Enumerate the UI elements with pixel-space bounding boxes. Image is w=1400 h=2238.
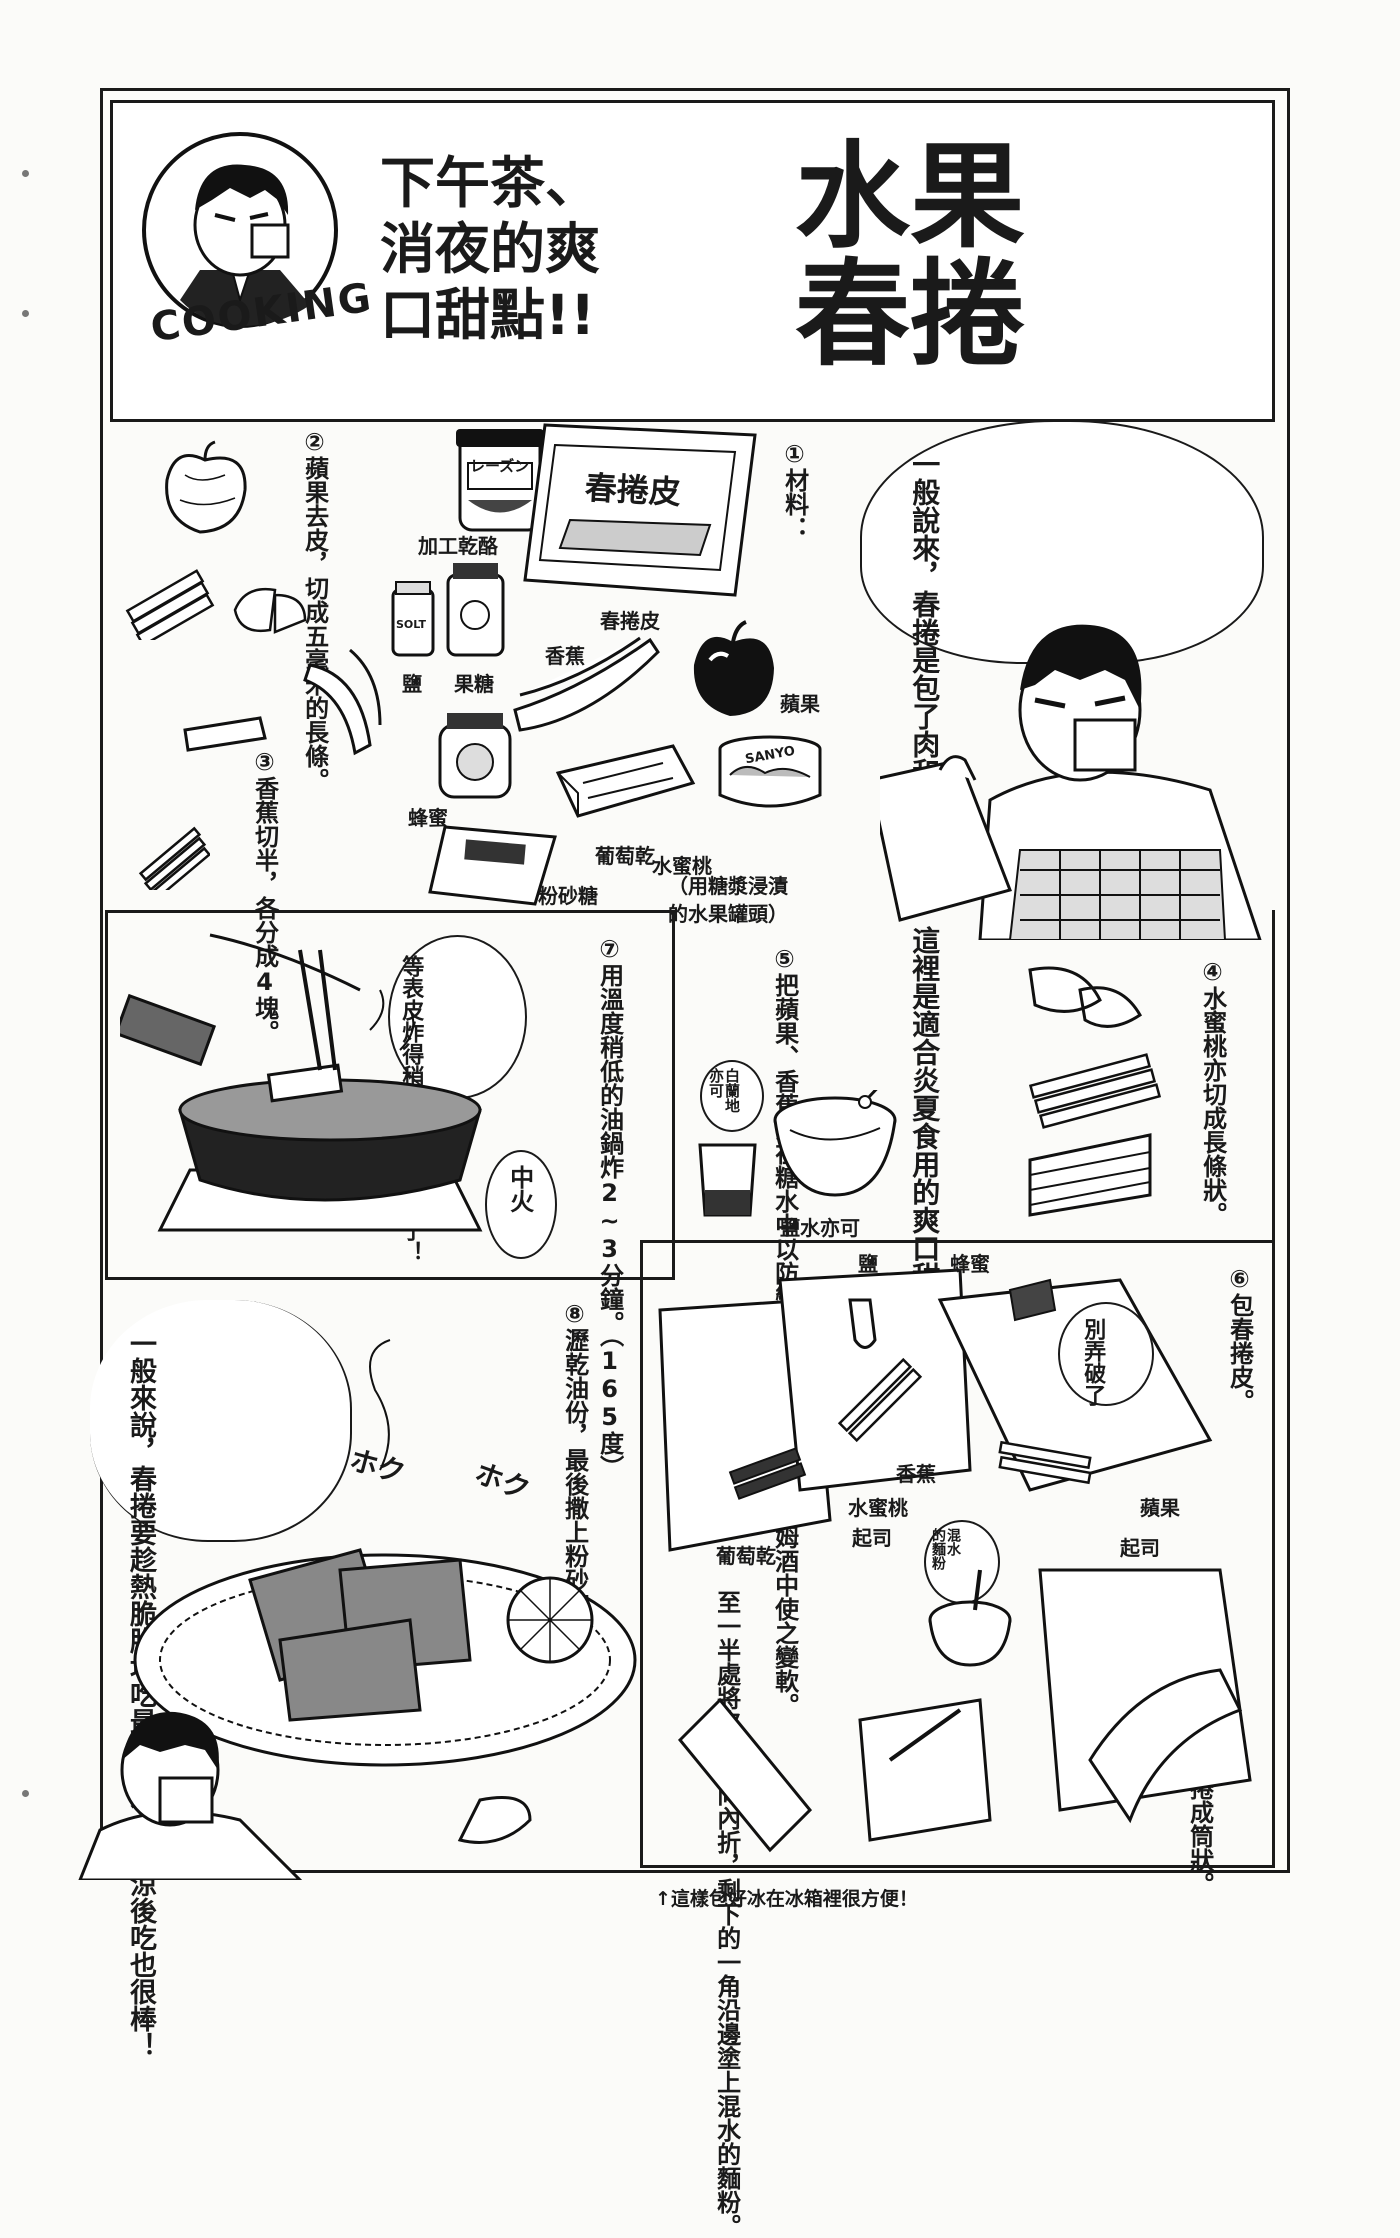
wrapper-package-icon xyxy=(520,420,760,600)
step6-label-honey: 蜂蜜 xyxy=(950,1252,990,1276)
frying-pan-icon xyxy=(120,930,520,1270)
plate-with-spring-rolls-icon xyxy=(130,1320,640,1780)
step-4-text: ④水蜜桃亦切成長條狀。 xyxy=(1198,958,1227,1226)
label-banana: 香蕉 xyxy=(545,644,585,668)
honey-jar-icon xyxy=(435,710,515,800)
flour-bubble xyxy=(924,1520,1000,1604)
label-peach-note: （用糖漿浸漬 的水果罐頭） xyxy=(668,874,788,926)
label-salt: 鹽 xyxy=(402,672,422,696)
intro-speech-bubble xyxy=(860,420,1264,664)
step6-label-apple: 蘋果 xyxy=(1140,1496,1180,1520)
dont-break-text: 別弄破了 xyxy=(1080,1318,1106,1406)
peach-strips-icon xyxy=(1010,960,1170,1220)
step-7-text: ⑦用溫度稍低的油鍋炸2~3分鐘。（165度） xyxy=(595,935,624,1479)
label-cheese: 加工乾酪 xyxy=(418,534,498,558)
powder-sugar-bag-icon xyxy=(425,822,560,907)
raisin-box-icon xyxy=(553,738,698,823)
brandy-text: 白蘭地 亦可 xyxy=(707,1068,741,1113)
peach-can-icon xyxy=(715,735,825,815)
label-powder-sugar: 粉砂糖 xyxy=(538,884,598,908)
step-6-text: ⑥包春捲皮。 xyxy=(1225,1265,1254,1413)
soaking-panel xyxy=(680,910,1275,1240)
banana-half-icon xyxy=(180,710,270,755)
label-fructose: 果糖 xyxy=(454,672,494,696)
brandy-bubble xyxy=(700,1060,764,1132)
step6-label-raisin: 葡萄乾 xyxy=(716,1544,776,1568)
page-frame xyxy=(100,88,1290,1873)
apple-peeled-icon xyxy=(155,440,255,540)
fry-speech-bubble xyxy=(388,935,527,1099)
rolling-hands-icon xyxy=(660,1560,1260,1860)
binder-hole xyxy=(22,1790,29,1797)
chef-portrait-icon xyxy=(140,130,340,380)
step6-label-cheese-2: 起司 xyxy=(1120,1536,1160,1560)
step-1-text: ①材料： xyxy=(780,440,809,540)
apple-pieces-icon xyxy=(230,580,310,640)
flour-text: 混水 的麵粉 xyxy=(930,1528,961,1570)
brandy-glass-icon xyxy=(695,1140,760,1220)
step6-label-salt: 鹽 xyxy=(858,1252,878,1276)
label-raisin: 葡萄乾 xyxy=(595,844,655,868)
step6-label-cheese: 起司 xyxy=(852,1526,892,1550)
salt-shaker-icon xyxy=(388,580,438,660)
chef-presenting-icon xyxy=(60,1700,540,1880)
fructose-jar-icon xyxy=(443,560,508,660)
apple-sticks-icon xyxy=(120,560,220,640)
saltwater-note: 鹽水亦可 xyxy=(780,1216,860,1240)
chef-holding-wrapper-icon xyxy=(880,600,1270,940)
apple-icon xyxy=(688,620,778,720)
heat-speech-text: 中火 xyxy=(505,1165,534,1213)
label-honey: 蜂蜜 xyxy=(408,806,448,830)
banana-icon xyxy=(300,645,390,765)
binder-hole xyxy=(22,310,29,317)
binder-hole xyxy=(22,170,29,177)
step-3-text: ③香蕉切半，各分成4塊。 xyxy=(250,748,279,1044)
banana-pieces-icon xyxy=(130,810,210,890)
banana-bunch-icon xyxy=(510,630,660,740)
dont-break-bubble xyxy=(1058,1302,1154,1406)
wrapping-panel xyxy=(640,1240,1275,1868)
wrapper-pkg-text: 春捲皮 xyxy=(583,468,682,512)
frying-panel xyxy=(105,910,675,1280)
salt-pkg-text: SOLT xyxy=(396,618,426,631)
label-peach: 水蜜桃 xyxy=(652,854,712,878)
heat-speech-bubble xyxy=(485,1150,557,1259)
closing-speech-bubble xyxy=(90,1300,352,1542)
step6-label-banana: 香蕉 xyxy=(896,1462,936,1486)
label-wrapper: 春捲皮 xyxy=(600,609,660,633)
cheese-jar-text: レーズン xyxy=(470,457,530,475)
step6-label-peach: 水蜜桃 xyxy=(848,1496,908,1520)
header-subtitle: 下午茶、 消夜的爽 口甜點!! xyxy=(380,151,601,347)
soaking-bowl-icon xyxy=(770,1090,900,1200)
label-apple: 蘋果 xyxy=(780,692,820,716)
page-title: 水果 春捲 xyxy=(795,130,1026,382)
footer-caption: ↑這樣包好冰在冰箱裡很方便！ xyxy=(655,1888,918,1910)
